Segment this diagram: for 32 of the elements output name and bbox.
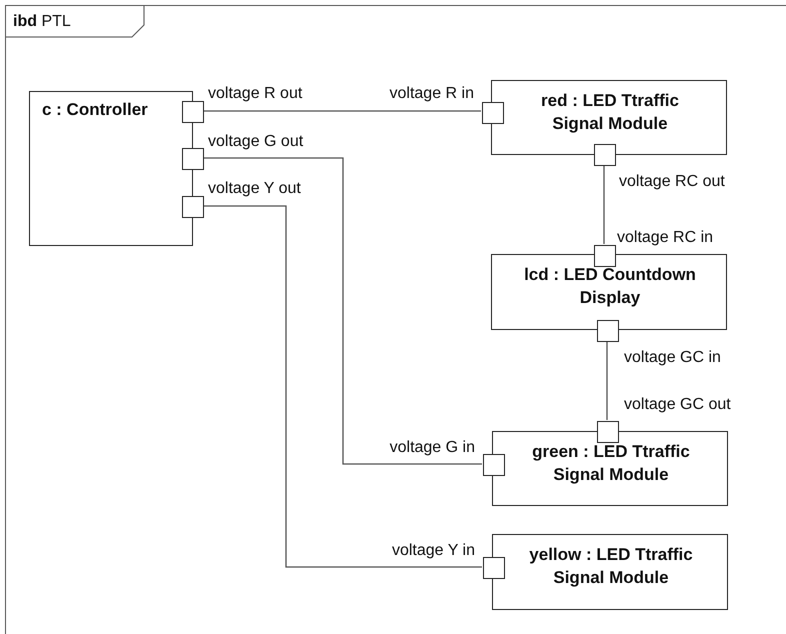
connector-line <box>203 205 482 568</box>
port-square <box>483 557 505 579</box>
part-name: lcd : LED Countdown Display <box>523 264 697 309</box>
port-label: voltage RC out <box>619 173 725 191</box>
port-label: voltage G out <box>208 133 304 151</box>
port-square <box>182 101 204 123</box>
connector-line <box>203 157 482 465</box>
port-label: voltage RC in <box>617 229 714 247</box>
port-square <box>594 144 616 166</box>
connector-line <box>606 341 608 420</box>
part-name: yellow : LED Ttraffic Signal Module <box>528 544 694 589</box>
port-label: voltage G in <box>390 439 475 457</box>
part-name: c : Controller <box>42 99 149 121</box>
port-square <box>483 454 505 476</box>
port-label: voltage R out <box>208 85 302 103</box>
connector-line <box>603 165 605 244</box>
port-label: voltage Y in <box>392 542 475 560</box>
port-label: voltage GC in <box>624 349 721 367</box>
part-name: red : LED Ttraffic Signal Module <box>540 90 680 135</box>
port-label: voltage GC out <box>624 396 731 414</box>
port-label: voltage R in <box>390 85 474 103</box>
port-label: voltage Y out <box>208 180 301 198</box>
port-square <box>597 421 619 443</box>
port-square <box>482 102 504 124</box>
port-square <box>597 320 619 342</box>
frame-title: ibd PTL <box>13 12 71 32</box>
part-name: green : LED Ttraffic Signal Module <box>531 441 691 486</box>
diagram-frame <box>5 5 786 634</box>
port-square <box>182 196 204 218</box>
connector-line <box>203 110 481 112</box>
port-square <box>182 148 204 170</box>
port-square <box>594 245 616 267</box>
